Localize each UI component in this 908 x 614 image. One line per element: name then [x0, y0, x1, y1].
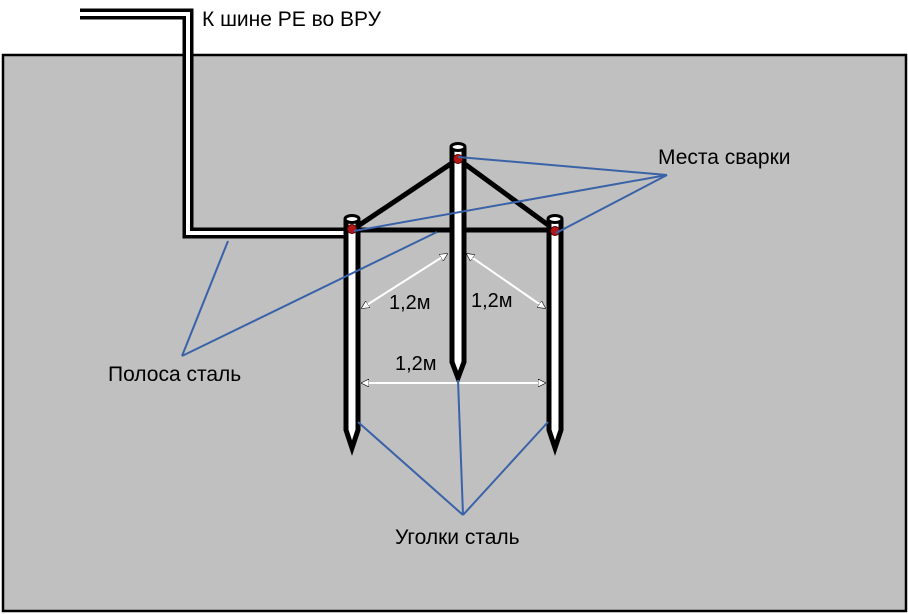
- dimension-label-right: 1,2м: [471, 290, 513, 312]
- steel-strip-conductor: [80, 8, 350, 239]
- label-to-pe-bus: К шине PE во ВРУ: [202, 8, 382, 31]
- weld-point-center: [453, 154, 463, 164]
- electrode-center: [449, 142, 467, 386]
- dimension-label-bottom: 1,2м: [395, 353, 437, 375]
- weld-point-left: [347, 224, 357, 234]
- dimension-arrows: [362, 254, 545, 383]
- dimension-label-left: 1,2м: [389, 292, 431, 314]
- dimension-line-right: [467, 254, 545, 308]
- electrode-right: [546, 214, 564, 456]
- leader-lines: [181, 156, 668, 516]
- dimension-line-left: [362, 254, 447, 308]
- label-weld-points: Места сварки: [658, 146, 791, 169]
- label-steel-strip: Полоса сталь: [108, 363, 241, 386]
- label-steel-angles: Уголки сталь: [395, 526, 520, 549]
- electrode-left: [343, 214, 361, 456]
